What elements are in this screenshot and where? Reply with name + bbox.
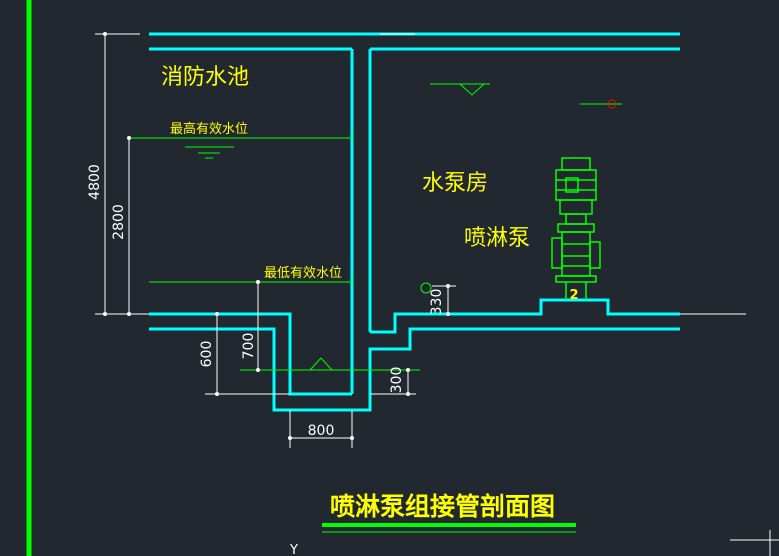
highest-level-label: 最高有效水位	[170, 121, 248, 137]
water-level-triangle-pumproom	[458, 83, 486, 96]
water-level-symbol-high	[185, 146, 234, 159]
pump-room-label: 水泵房	[422, 171, 488, 196]
drawing-title: 喷淋泵组接管剖面图	[330, 492, 555, 521]
pump-number: 2	[569, 288, 578, 303]
axis-y-label: Y	[289, 543, 298, 556]
green-marker	[420, 282, 432, 294]
dim-sump-width: 800	[308, 423, 335, 439]
top-slab	[149, 32, 680, 51]
dim-sump-depth: 600	[199, 341, 215, 368]
dimension-ticks	[103, 32, 450, 440]
spray-pump-icon	[551, 157, 601, 300]
dividing-wall	[350, 49, 372, 394]
dim-effective-depth: 2800	[111, 204, 127, 240]
dim-pipe-offset: 300	[389, 367, 405, 394]
dim-total-height: 4800	[87, 164, 103, 200]
dim-pump-base: 330	[429, 289, 445, 316]
red-marker	[607, 99, 617, 109]
fire-pool-label: 消防水池	[161, 65, 249, 90]
dim-sump-depth-inner: 700	[241, 333, 257, 360]
spray-pump-label: 喷淋泵	[464, 226, 530, 251]
water-level-triangle-sump	[308, 357, 334, 371]
lowest-level-label: 最低有效水位	[264, 266, 342, 281]
pool-bottom-slab	[149, 298, 680, 412]
